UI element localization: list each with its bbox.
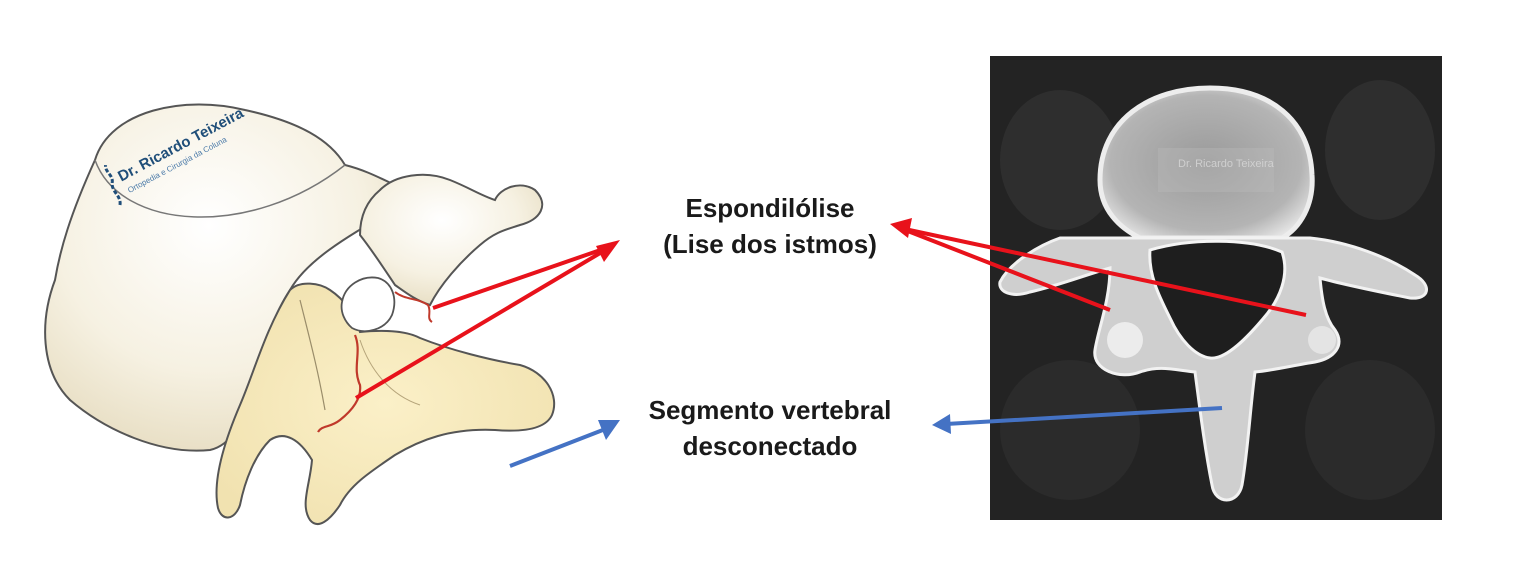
blue-arrowhead-left	[598, 420, 620, 440]
ct-posterior-arch	[998, 236, 1428, 502]
ct-facet-left	[1107, 322, 1143, 358]
vertebra-illustration: Dr. Ricardo Teixeira Ortopedia e Cirurgi…	[44, 103, 556, 525]
label-segment-line2: desconectado	[682, 431, 858, 461]
shading-line	[299, 299, 326, 411]
red-arrows-spondylolysis	[354, 218, 1307, 400]
ct-vertebral-body	[1097, 85, 1315, 241]
blue-arrow-from-illustration	[509, 426, 609, 468]
ct-watermark-name: Dr. Ricardo Teixeira	[1178, 158, 1275, 170]
label-segment-line1: Segmento vertebral	[648, 395, 892, 425]
red-arrow-from-ct-right	[899, 226, 1307, 317]
ct-soft-tissue	[1000, 360, 1140, 500]
red-arrow-from-ct-left	[899, 226, 1111, 312]
ct-soft-tissue	[1325, 80, 1435, 220]
superior-articular-process	[358, 173, 544, 307]
vertebral-endplate	[94, 159, 346, 218]
red-arrow-from-pars-lower	[354, 244, 614, 400]
red-arrowhead-right	[890, 218, 912, 238]
ct-facet-right	[1308, 326, 1336, 354]
posterior-arch	[215, 282, 556, 525]
blue-arrows-segment	[509, 406, 1223, 468]
vertebral-foramen	[340, 276, 396, 332]
red-arrow-from-pars-upper	[432, 244, 613, 310]
ct-watermark-box	[1158, 148, 1274, 192]
label-spondylolysis-line2: (Lise dos istmos)	[663, 229, 877, 259]
ct-soft-tissue	[1305, 360, 1435, 500]
pars-fracture-line	[394, 291, 433, 323]
ct-soft-tissue	[1000, 90, 1120, 230]
label-spondylolysis-line1: Espondilólise	[685, 193, 855, 223]
ct-spinal-canal	[1148, 239, 1287, 360]
spine-logo-icon	[104, 164, 122, 206]
red-arrowhead-left	[596, 240, 620, 262]
label-disconnected-segment: Segmento vertebral desconectado	[600, 392, 940, 464]
pars-fracture-line	[317, 334, 362, 433]
label-spondylolysis: Espondilólise (Lise dos istmos)	[600, 190, 940, 262]
ct-scan-image: Dr. Ricardo Teixeira	[990, 56, 1442, 520]
blue-arrowhead-right	[932, 414, 951, 434]
blue-arrow-from-ct	[945, 406, 1223, 426]
